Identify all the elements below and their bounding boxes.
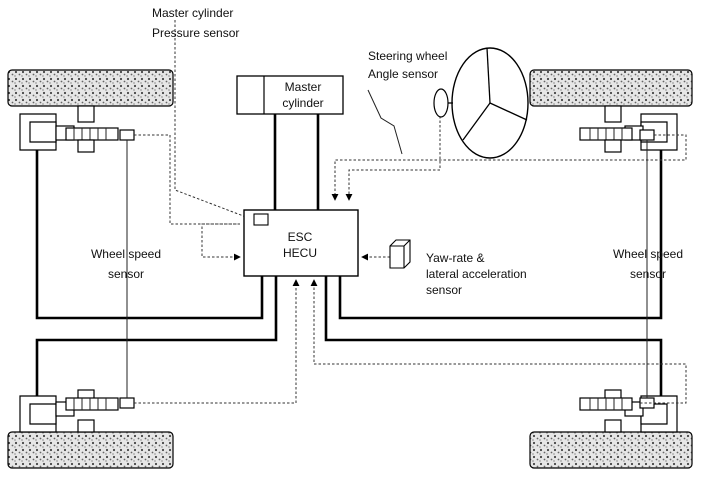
tire-front-left [7, 69, 174, 107]
tire-rear-right [529, 431, 693, 469]
master-cylinder-label-2: cylinder [282, 96, 323, 110]
tire-front-right [529, 69, 693, 107]
mc-pressure-sensor-label-2: Pressure sensor [152, 26, 239, 40]
hydraulic-lines [35, 110, 663, 396]
mc-pressure-sensor-label-1: Master cylinder [152, 6, 233, 20]
tire-rear-left [7, 431, 174, 469]
wheel-speed-wires [126, 140, 648, 398]
wheel-speed-right-label-2: sensor [630, 267, 666, 281]
yaw-rate-sensor [389, 239, 411, 269]
wheel-assembly-rear-left [19, 389, 135, 433]
master-cylinder-label-1: Master [285, 80, 322, 94]
steering-angle-sensor [433, 88, 449, 118]
steering-wheel [367, 47, 529, 159]
yaw-rate-label-1: Yaw-rate & [426, 251, 484, 265]
steering-sensor-label-2: Angle sensor [368, 67, 438, 81]
wheel-assembly-rear-right [579, 389, 678, 433]
yaw-rate-label-2: lateral acceleration [426, 267, 527, 281]
wheel-assembly-front-left [19, 105, 135, 153]
master-cylinder: Master cylinder [236, 75, 344, 115]
ecu-label-1: ESC [288, 230, 313, 244]
esc-hecu-unit: ESC HECU [243, 209, 359, 277]
wheel-speed-left-label-2: sensor [108, 267, 144, 281]
yaw-rate-label-3: sensor [426, 283, 462, 297]
pressure-sensor-block [253, 213, 269, 226]
steering-sensor-label-1: Steering wheel [368, 49, 447, 63]
ecu-label-2: HECU [283, 246, 317, 260]
wheel-speed-left-label-1: Wheel speed [91, 247, 161, 261]
wheel-speed-right-label-1: Wheel speed [613, 247, 683, 261]
wheel-assembly-front-right [579, 105, 678, 153]
signal-lines [134, 20, 687, 404]
